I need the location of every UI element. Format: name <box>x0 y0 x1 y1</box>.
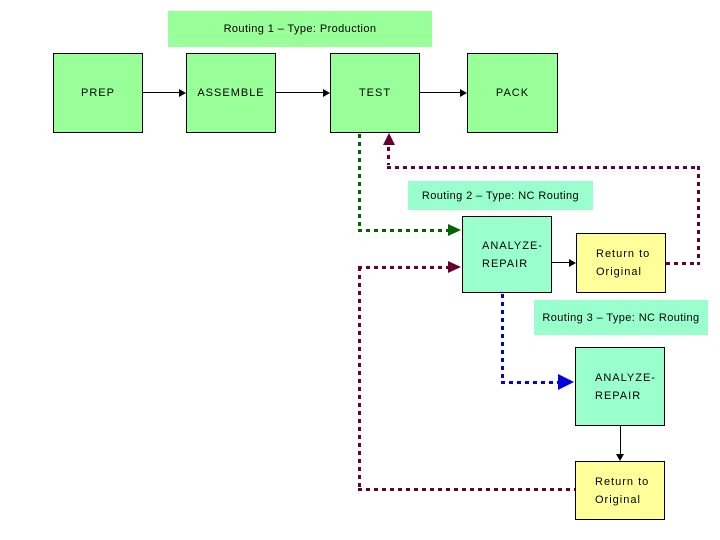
step-box-assemble: ASSEMBLE <box>186 53 276 133</box>
routing2-title-banner: Routing 2 – Type: NC Routing <box>408 181 593 210</box>
connector-test-pack-line <box>420 92 460 93</box>
analyze-repair-label-line2: REPAIR <box>482 257 529 270</box>
analyze-repair-label-line2: REPAIR <box>595 389 642 402</box>
flow-return2-to-test-arrowhead-icon <box>383 133 395 145</box>
connector-ar3-return3-line <box>620 426 621 454</box>
flow-return2-to-test-vertical <box>697 166 700 265</box>
connector-ar3-return3-arrowhead-icon <box>616 454 624 461</box>
flow-return2-to-test-horizontal <box>387 166 700 169</box>
connector-assemble-test-line <box>276 92 323 93</box>
flow-ar2-to-ar3-arrowhead-icon <box>558 374 574 390</box>
step-box-pack: PACK <box>467 53 558 133</box>
return-label-line2: Original <box>596 266 642 278</box>
flow-return3-to-ar2-bottom <box>358 488 575 491</box>
analyze-repair-box-routing3: ANALYZE- REPAIR <box>575 347 665 426</box>
flow-test-to-ar2-horizontal <box>358 229 448 232</box>
analyze-repair-label-line1: ANALYZE- <box>595 371 656 384</box>
connector-test-pack-arrowhead-icon <box>460 89 467 97</box>
analyze-repair-label-line1: ANALYZE- <box>482 239 543 252</box>
connector-ar2-return2-arrowhead-icon <box>569 259 576 267</box>
step-label-test: TEST <box>358 87 392 99</box>
step-box-prep: PREP <box>53 53 143 133</box>
flow-return2-to-test-stem <box>387 147 390 165</box>
return-label-line1: Return to <box>596 248 651 260</box>
flow-ar2-to-ar3-horizontal <box>501 381 558 384</box>
flow-test-to-ar2-arrowhead-icon <box>448 224 461 236</box>
flow-return3-to-ar2-arrowhead-icon <box>448 261 461 273</box>
flow-ar2-to-ar3-vertical <box>501 294 504 383</box>
routing3-title-banner: Routing 3 – Type: NC Routing <box>534 300 708 335</box>
analyze-repair-box-routing2: ANALYZE- REPAIR <box>462 216 552 293</box>
step-label-prep: PREP <box>81 87 115 99</box>
flow-return3-to-ar2-vertical <box>358 267 361 491</box>
connector-prep-assemble-line <box>143 92 179 93</box>
return-to-original-box-routing2: Return to Original <box>576 233 666 293</box>
connector-prep-assemble-arrowhead-icon <box>179 89 186 97</box>
routing1-title-banner: Routing 1 – Type: Production <box>168 11 432 47</box>
flow-return3-to-ar2-horizontal <box>358 266 448 269</box>
return-to-original-box-routing3: Return to Original <box>575 461 665 520</box>
connector-assemble-test-arrowhead-icon <box>323 89 330 97</box>
step-label-assemble: ASSEMBLE <box>197 87 265 99</box>
return-label-line2: Original <box>595 493 641 506</box>
flow-return2-to-test-out <box>666 262 697 265</box>
flow-test-to-ar2-vertical <box>358 134 361 232</box>
return-label-line1: Return to <box>595 475 650 488</box>
step-box-test: TEST <box>330 53 420 133</box>
connector-ar2-return2-line <box>552 262 569 263</box>
step-label-pack: PACK <box>495 87 530 99</box>
